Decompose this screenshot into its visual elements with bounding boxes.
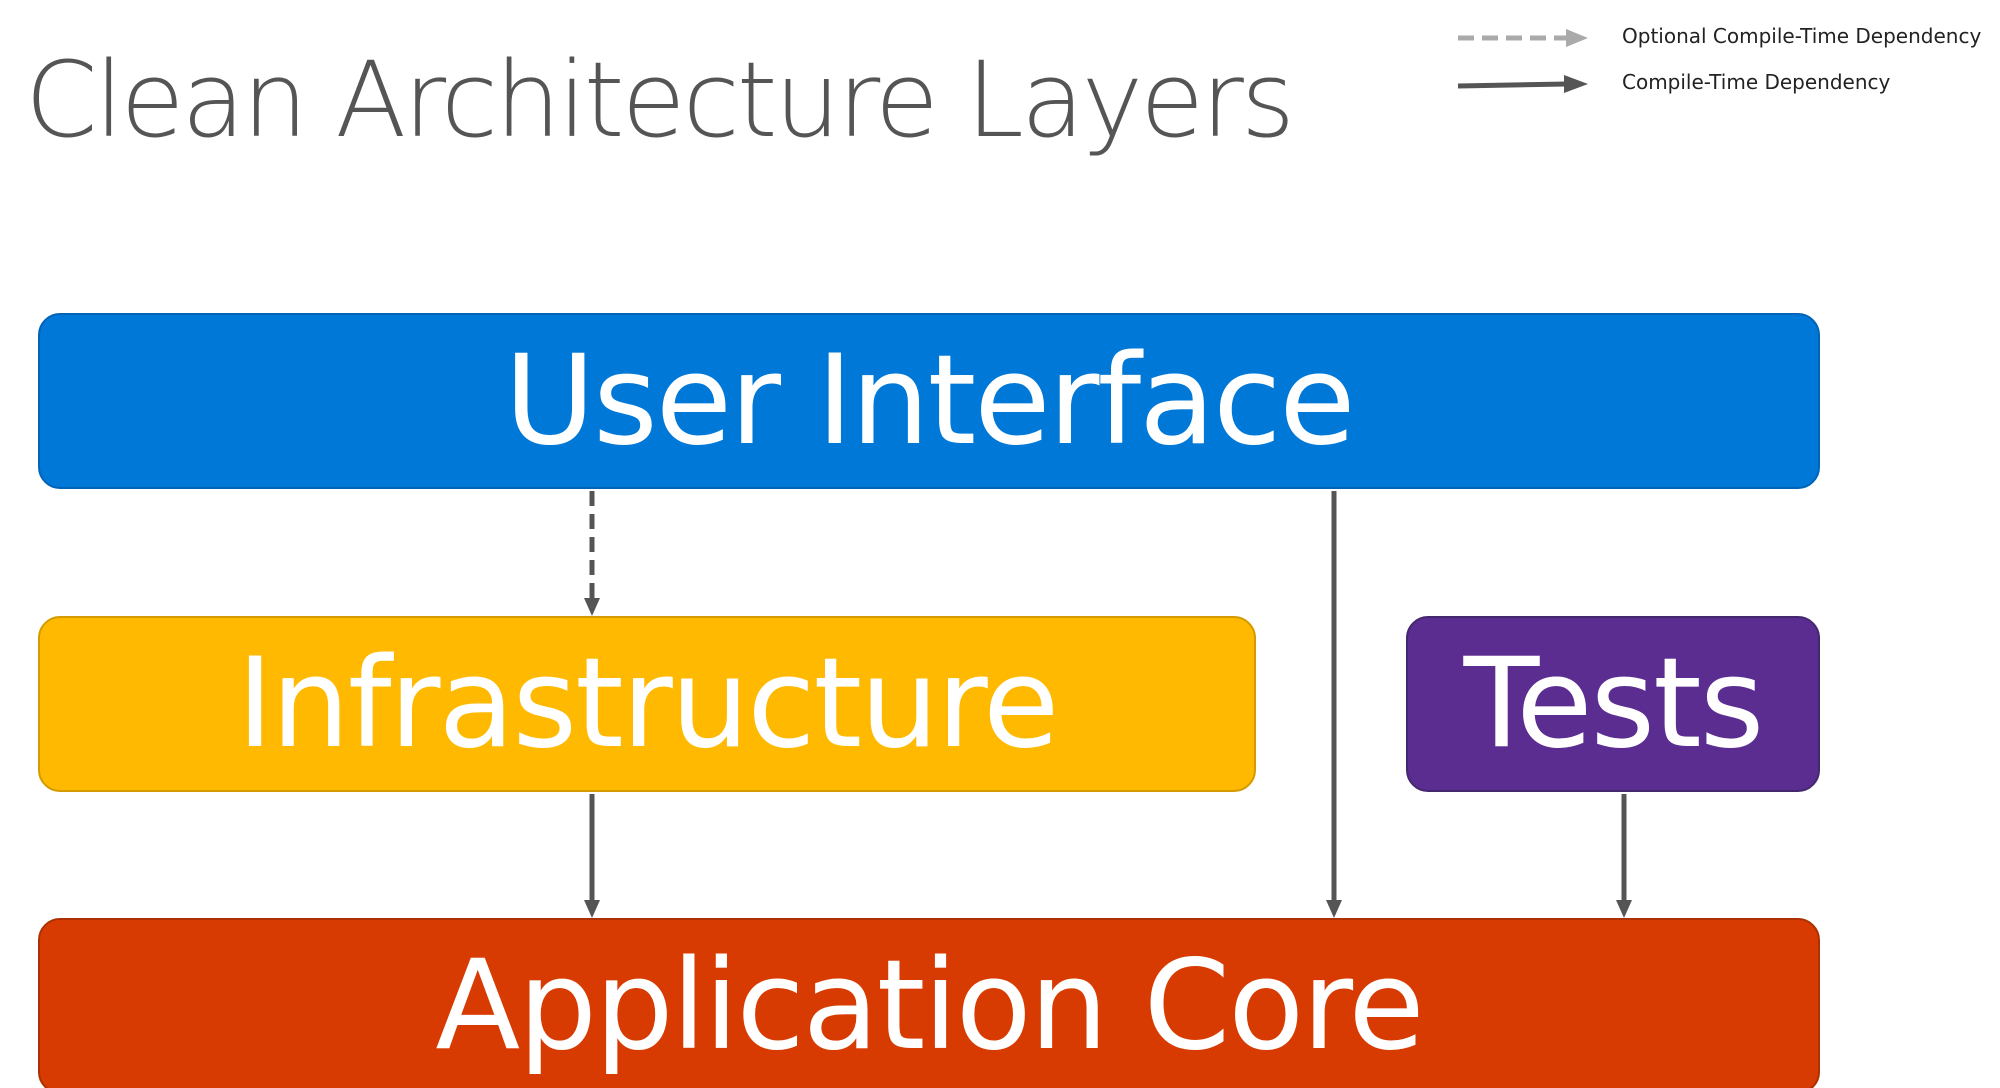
page-title: Clean Architecture Layers xyxy=(25,39,1295,161)
layer-user-interface-label: User Interface xyxy=(504,329,1355,473)
arrow-tests-to-core xyxy=(1616,794,1632,918)
layer-infrastructure-label: Infrastructure xyxy=(236,632,1060,776)
layer-infrastructure: Infrastructure xyxy=(38,616,1256,792)
arrow-ui-to-core xyxy=(1326,491,1342,918)
legend-compile-label: Compile-Time Dependency xyxy=(1622,70,1891,94)
layer-application-core-label: Application Core xyxy=(435,934,1424,1078)
dashed-arrow-icon xyxy=(1458,29,1588,47)
arrow-infrastructure-to-core xyxy=(584,794,600,918)
layer-user-interface: User Interface xyxy=(38,313,1820,489)
legend-optional: Optional Compile-Time Dependency xyxy=(1454,18,1994,58)
solid-arrow-icon xyxy=(1457,75,1588,93)
legend-optional-label: Optional Compile-Time Dependency xyxy=(1622,24,1982,48)
layer-application-core: Application Core xyxy=(38,918,1820,1088)
layer-tests-label: Tests xyxy=(1463,632,1765,776)
arrow-ui-to-infrastructure xyxy=(584,491,600,616)
layer-tests: Tests xyxy=(1406,616,1820,792)
legend-compile: Compile-Time Dependency xyxy=(1454,64,1994,104)
